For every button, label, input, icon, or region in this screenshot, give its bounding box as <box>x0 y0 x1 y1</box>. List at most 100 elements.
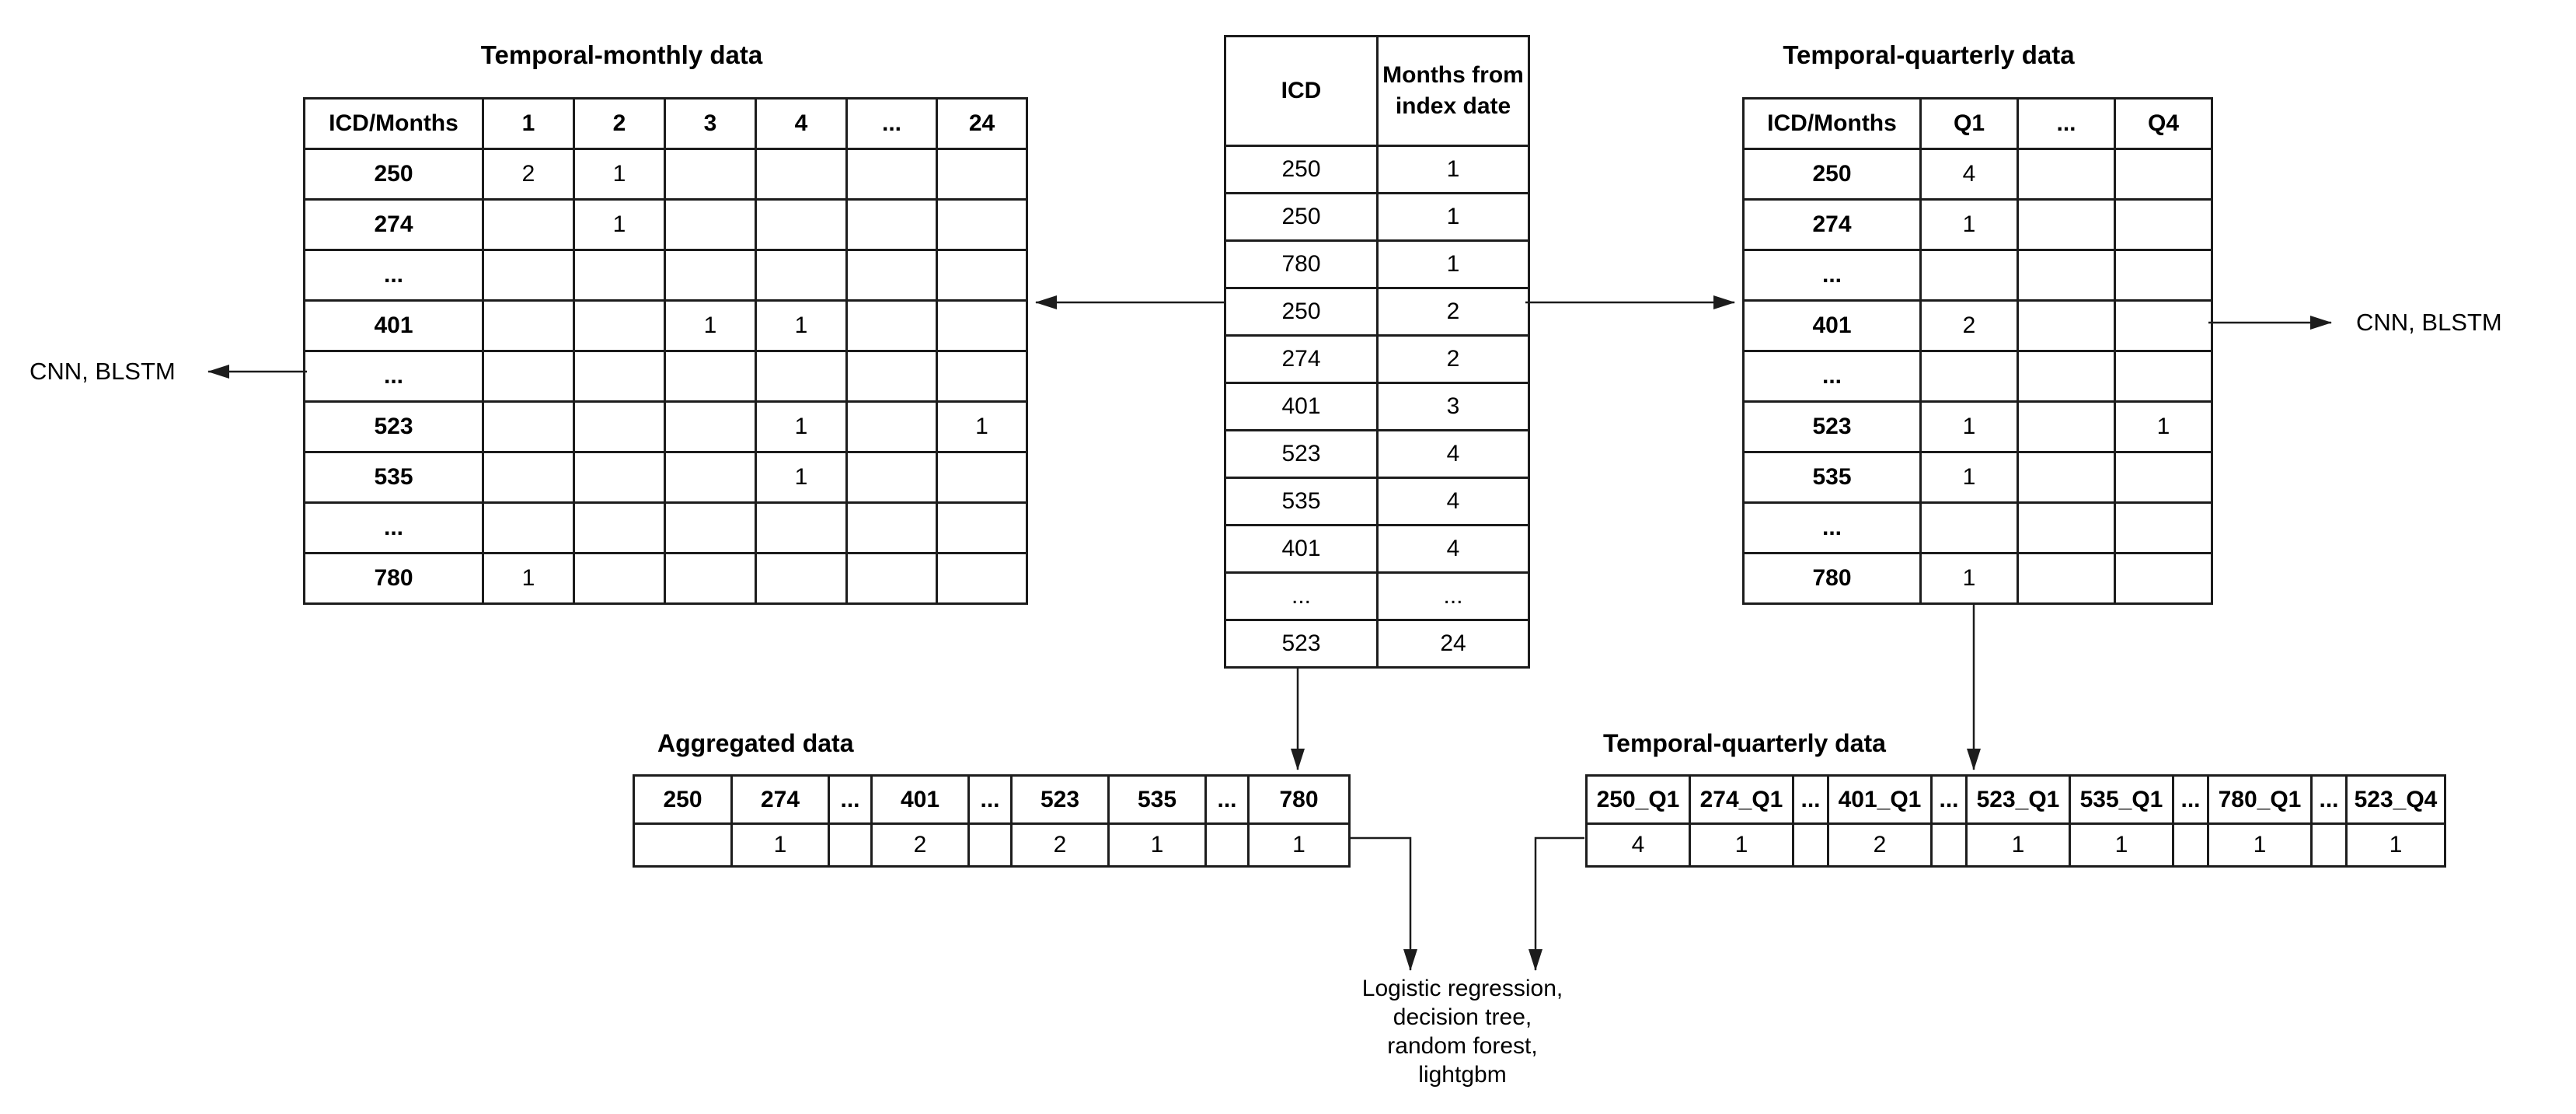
table-cell <box>2114 198 2213 251</box>
table-cell: 535 <box>303 451 484 504</box>
table-cell <box>482 400 575 453</box>
table-header-cell: 2 <box>573 97 666 150</box>
table-cell <box>1919 249 2019 302</box>
table-cell <box>2172 822 2209 868</box>
table-cell <box>2017 299 2116 352</box>
table-cell: 523 <box>1742 400 1922 453</box>
arrow-aggregated-to-models <box>1349 836 1417 971</box>
table-cell <box>664 451 757 504</box>
table-cell <box>2114 552 2213 605</box>
table-cell: 401 <box>1224 382 1379 431</box>
table-cell <box>573 552 666 605</box>
bottom-models-label: Logistic regression, decision tree, rand… <box>1361 976 1563 1088</box>
table-header-cell: 1 <box>482 97 575 150</box>
table-cell <box>664 400 757 453</box>
table-cell <box>573 249 666 302</box>
table-cell <box>2114 451 2213 504</box>
table-cell <box>2017 400 2116 453</box>
table-cell: 1 <box>573 198 666 251</box>
table-cell <box>936 501 1028 554</box>
table-cell <box>2114 350 2213 403</box>
table-cell <box>573 299 666 352</box>
table-cell: 1 <box>1376 145 1530 194</box>
table-cell <box>755 501 848 554</box>
table-header-cell: 3 <box>664 97 757 150</box>
table-cell <box>633 822 733 868</box>
table-cell <box>1204 822 1250 868</box>
table-cell <box>482 249 575 302</box>
table-header-cell: 4 <box>755 97 848 150</box>
table-cell: ... <box>303 350 484 403</box>
table-header-cell: Q4 <box>2114 97 2213 150</box>
table-cell <box>2310 822 2348 868</box>
table-cell: 535 <box>1224 477 1379 526</box>
table-cell: 2 <box>1376 334 1530 384</box>
table-header-cell: 274 <box>730 774 830 825</box>
table-cell <box>2114 148 2213 201</box>
table-cell <box>845 350 938 403</box>
table-cell <box>664 198 757 251</box>
table-cell: 250 <box>303 148 484 201</box>
table-cell: 2 <box>1827 822 1933 868</box>
table-cell: 2 <box>1919 299 2019 352</box>
table-cell <box>755 249 848 302</box>
table-cell: 1 <box>936 400 1028 453</box>
table-cell: 1 <box>730 822 830 868</box>
temporal-quarterly-title: Temporal-quarterly data <box>1783 40 2075 69</box>
table-cell: 1 <box>573 148 666 201</box>
table-header-cell: 24 <box>936 97 1028 150</box>
table-cell: ... <box>1742 249 1922 302</box>
table-cell <box>664 148 757 201</box>
table-cell <box>2017 451 2116 504</box>
table-header-cell: ... <box>1204 774 1250 825</box>
table-cell: 3 <box>1376 382 1530 431</box>
table-cell: 523 <box>1224 619 1379 669</box>
table-cell: 250 <box>1224 192 1379 242</box>
table-cell <box>755 198 848 251</box>
table-cell <box>1792 822 1829 868</box>
table-cell <box>482 299 575 352</box>
table-cell <box>573 400 666 453</box>
table-cell: ... <box>303 501 484 554</box>
table-cell: 4 <box>1585 822 1691 868</box>
table-cell <box>828 822 873 868</box>
table-header-cell: Q1 <box>1919 97 2019 150</box>
table-cell <box>2017 501 2116 554</box>
table-header-cell: 535 <box>1107 774 1207 825</box>
table-row: ... <box>303 350 1028 403</box>
table-header-cell: ICD/Months <box>1742 97 1922 150</box>
table-cell <box>2114 501 2213 554</box>
table-header-cell: 401 <box>870 774 970 825</box>
table-cell: 1 <box>1376 192 1530 242</box>
table-cell: ... <box>1224 571 1379 621</box>
table-cell <box>2017 552 2116 605</box>
table-cell <box>2114 299 2213 352</box>
table-cell: 1 <box>1919 400 2019 453</box>
table-header-cell: 250 <box>633 774 733 825</box>
table-cell: 780 <box>303 552 484 605</box>
table-cell: 4 <box>1376 477 1530 526</box>
table-cell <box>845 451 938 504</box>
table-cell <box>845 501 938 554</box>
table-cell <box>482 501 575 554</box>
table-cell <box>482 198 575 251</box>
table-cell: 2 <box>1010 822 1110 868</box>
table-cell <box>573 501 666 554</box>
table-cell <box>755 148 848 201</box>
table-cell: 1 <box>2345 822 2446 868</box>
table-header-cell: ICD <box>1224 35 1379 147</box>
table-cell <box>755 552 848 605</box>
quarterly-wide-title: Temporal-quarterly data <box>1603 729 1886 757</box>
